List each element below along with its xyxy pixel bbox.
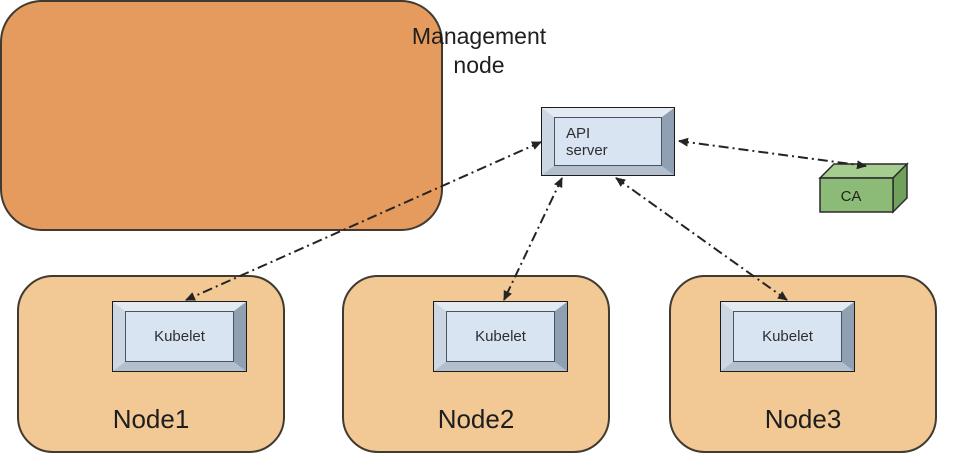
kubelet-label-node2: Kubelet: [446, 311, 555, 362]
node2-label: Node2: [437, 404, 515, 434]
kubelet-label-node3: Kubelet: [733, 311, 842, 362]
management-node-title: Management node: [411, 23, 547, 78]
kubelet-label-node1: Kubelet: [125, 311, 234, 362]
kubelet-box-node2: Kubelet: [433, 301, 568, 372]
ca-front-face: [819, 177, 894, 213]
ca-side-face: [892, 162, 908, 214]
connection-api-ca: [678, 137, 867, 170]
kubelet-bevel: Kubelet: [434, 302, 567, 371]
kubelet-box-node3: Kubelet: [720, 301, 855, 372]
api-server-box: API server: [541, 107, 675, 176]
kubelet-bevel: Kubelet: [113, 302, 246, 371]
kubelet-box-node1: Kubelet: [112, 301, 247, 372]
api-server-label: API server: [554, 117, 662, 166]
node1-label: Node1: [112, 404, 190, 434]
kubelet-bevel: Kubelet: [721, 302, 854, 371]
api-server-bevel: API server: [542, 108, 674, 175]
management-node-box: Management node: [0, 0, 546, 231]
ca-label: CA: [841, 188, 862, 205]
node3-label: Node3: [764, 404, 842, 434]
ca-box: CA: [818, 162, 909, 214]
ca-top-face: [818, 163, 909, 179]
